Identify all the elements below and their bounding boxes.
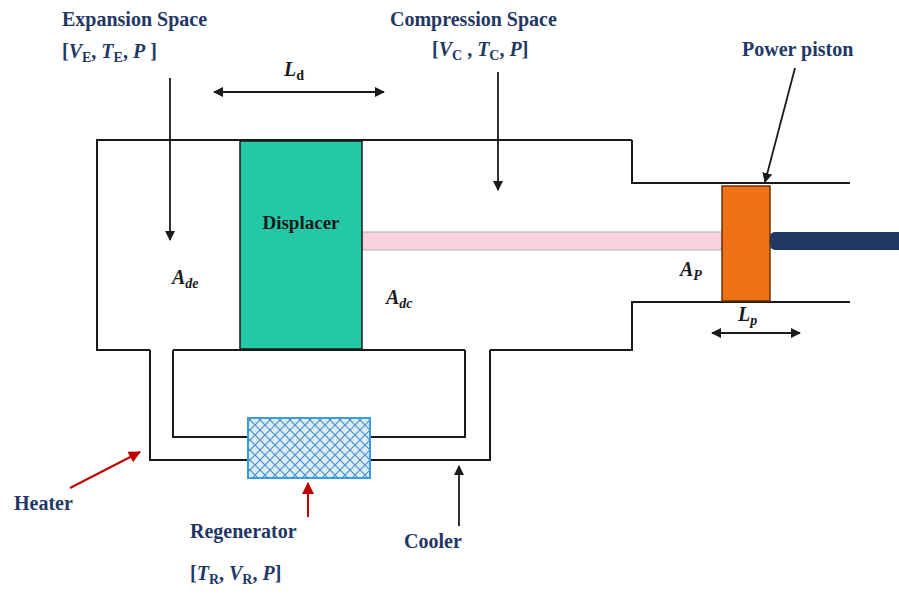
text-run: V <box>229 562 242 584</box>
text-run: P <box>509 38 521 60</box>
part-name: Heater <box>14 492 73 515</box>
piston-rod <box>770 232 899 250</box>
subscript: R <box>242 572 252 587</box>
regenerator-matrix <box>248 418 370 478</box>
text-run: , <box>462 38 477 60</box>
state-variables: [VC , TC, P] <box>432 38 528 61</box>
displacer-rod <box>362 232 722 250</box>
subscript: P <box>693 268 702 283</box>
subscript: de <box>185 276 198 291</box>
leader-arrow <box>765 68 795 182</box>
cylinder-housing <box>97 140 850 460</box>
space-name: Compression Space <box>390 8 557 31</box>
text-run: [ <box>62 40 69 62</box>
part-name: Cooler <box>404 530 462 553</box>
text-run: T <box>197 562 209 584</box>
area-label: Adc <box>386 286 413 309</box>
leader-arrow <box>70 452 140 488</box>
subscript: d <box>296 68 304 83</box>
subscript: dc <box>399 296 412 311</box>
text-run: V <box>69 40 82 62</box>
part-name: Power piston <box>742 38 853 61</box>
leader-arrow <box>497 72 499 190</box>
text-run: Regenerator <box>190 520 297 542</box>
leader-arrow <box>458 466 460 526</box>
leader-arrow <box>307 483 309 517</box>
text-run: ] <box>145 40 157 62</box>
state-variables: [VE, TE, P ] <box>62 40 157 63</box>
text-run: A <box>172 266 185 288</box>
text-run: P <box>133 40 145 62</box>
text-run: T <box>477 38 489 60</box>
power-piston-body <box>722 186 770 301</box>
leader-arrow <box>169 78 171 240</box>
part-name: Displacer <box>262 212 339 234</box>
area-label: AP <box>680 258 702 281</box>
text-run: L <box>738 303 750 325</box>
subscript: C <box>489 48 499 63</box>
text-run: T <box>101 40 113 62</box>
subscript: p <box>750 313 757 328</box>
state-variables: [TR, VR, P] <box>190 562 281 585</box>
text-run: P <box>262 562 274 584</box>
text-run: V <box>439 38 452 60</box>
text-run: A <box>386 286 399 308</box>
text-run: Expansion Space <box>62 8 207 30</box>
text-run: , <box>219 562 229 584</box>
text-run: ] <box>522 38 529 60</box>
text-run: , <box>91 40 101 62</box>
subscript: E <box>82 50 91 65</box>
displacer-box: Displacer <box>240 141 362 349</box>
dimension-label: Ld <box>284 58 304 81</box>
text-run: ] <box>275 562 282 584</box>
text-run: [ <box>432 38 439 60</box>
text-run: Cooler <box>404 530 462 552</box>
area-label: Ade <box>172 266 199 289</box>
space-name: Expansion Space <box>62 8 207 31</box>
subscript: C <box>452 48 462 63</box>
part-name: Regenerator <box>190 520 297 543</box>
regenerator-hatching <box>248 418 370 478</box>
text-run: Compression Space <box>390 8 557 30</box>
text-run: A <box>680 258 693 280</box>
dimension-arrow <box>712 332 800 334</box>
text-run: [ <box>190 562 197 584</box>
text-run: Power piston <box>742 38 853 60</box>
text-run: , <box>252 562 262 584</box>
text-run: , <box>499 38 509 60</box>
dimension-arrow <box>214 91 384 93</box>
text-run: L <box>284 58 296 80</box>
displacer-body <box>240 141 362 349</box>
text-run: Heater <box>14 492 73 514</box>
subscript: E <box>114 50 123 65</box>
text-run: , <box>123 40 133 62</box>
dimension-label: Lp <box>738 303 757 326</box>
subscript: R <box>209 572 219 587</box>
